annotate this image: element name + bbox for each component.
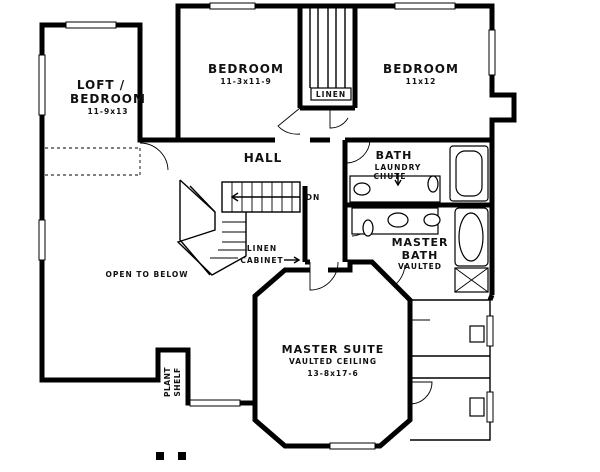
loft-name-line1: LOFT / bbox=[77, 78, 125, 92]
linen-cabinet-line1: LINEN bbox=[247, 244, 277, 253]
laundry-chute-line2: CHUTE bbox=[373, 172, 406, 181]
plant-shelf-line2: SHELF bbox=[173, 367, 182, 396]
bedroom1-name: BEDROOM bbox=[208, 62, 284, 76]
laundry-chute-marker bbox=[394, 174, 402, 187]
master-suite-note: VAULTED CEILING bbox=[289, 357, 377, 366]
bath-label: BATH bbox=[376, 149, 413, 162]
master-suite-name: MASTER SUITE bbox=[282, 343, 385, 356]
master-bath-line1: MASTER bbox=[392, 236, 449, 249]
master-bath-note: VAULTED bbox=[398, 262, 442, 271]
post-marker bbox=[178, 452, 186, 460]
plant-shelf-line1: PLANT bbox=[163, 367, 172, 397]
laundry-chute-line1: LAUNDRY bbox=[375, 163, 422, 172]
master-suite-size: 13-8x17-6 bbox=[307, 369, 358, 378]
open-to-below-label: OPEN TO BELOW bbox=[106, 270, 189, 279]
linen-label: LINEN bbox=[316, 90, 346, 99]
bedroom1-size: 11-3x11-9 bbox=[220, 77, 271, 86]
bedroom2-name: BEDROOM bbox=[383, 62, 459, 76]
loft-size: 11-9x13 bbox=[87, 107, 128, 116]
master-bath-line2: BATH bbox=[402, 249, 439, 262]
post-marker bbox=[156, 452, 164, 460]
open-to-below-edge bbox=[45, 147, 141, 176]
hall-label: HALL bbox=[244, 151, 283, 165]
linen-closet-shelves bbox=[309, 6, 352, 101]
linen-cabinet-arrow bbox=[284, 256, 301, 264]
loft-name-line2: BEDROOM bbox=[70, 92, 146, 106]
staircase bbox=[176, 179, 301, 276]
windows bbox=[38, 2, 496, 450]
door-swings bbox=[139, 107, 433, 405]
bath-fixtures bbox=[349, 145, 489, 417]
bedroom2-size: 11x12 bbox=[406, 77, 437, 86]
linen-cabinet-line2: CABINET bbox=[240, 256, 283, 265]
stair-down-label: DN bbox=[306, 193, 321, 202]
